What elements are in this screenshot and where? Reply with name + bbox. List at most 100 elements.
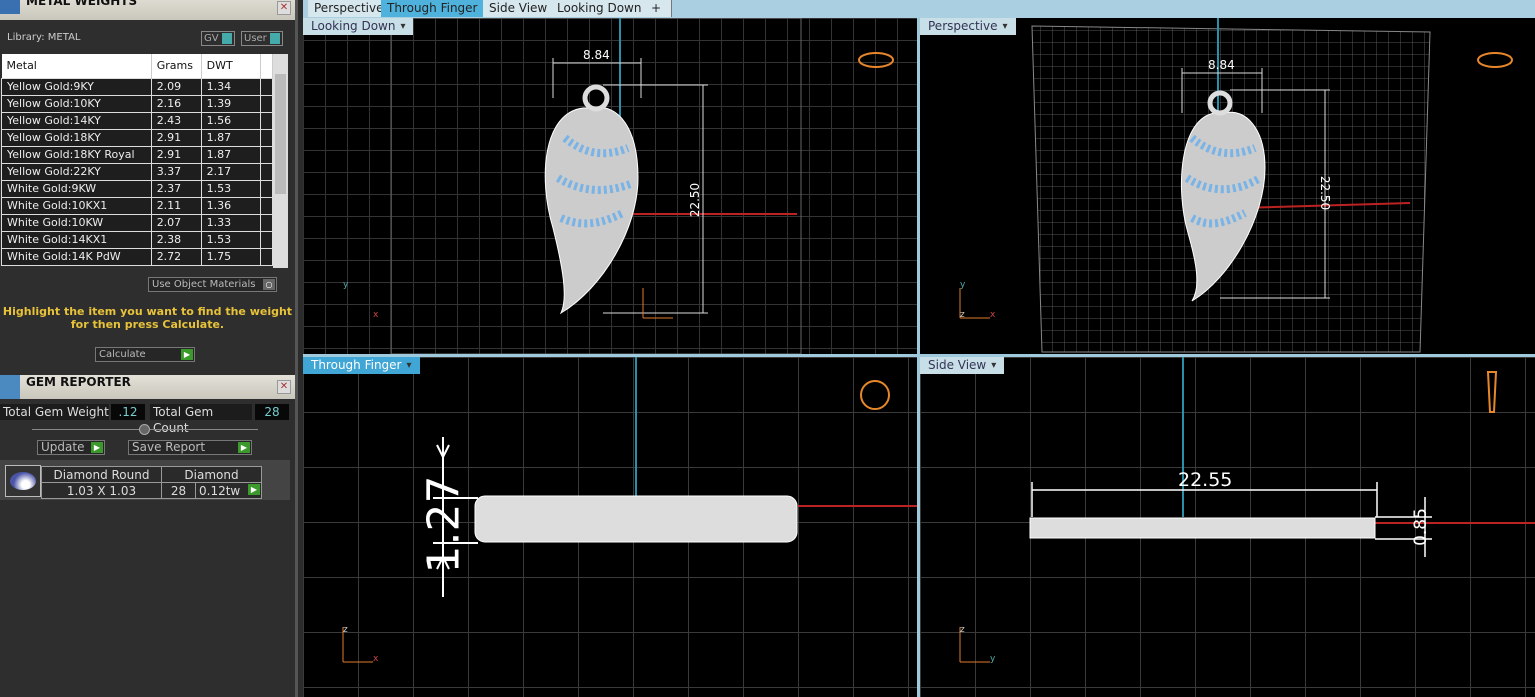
gv-toggle[interactable]: GV [201, 31, 235, 46]
gem-weight: 0.12tw [195, 482, 262, 499]
side-view-ring-icon [1486, 371, 1498, 413]
use-object-materials-toggle[interactable]: Use Object Materials○ [148, 277, 277, 292]
user-toggle[interactable]: User [241, 31, 283, 46]
height-dimension: 22.50 [1318, 175, 1333, 211]
metal-name: Yellow Gold:14KY [1, 111, 152, 130]
viewport-tabs: Perspective Through Finger Side View Loo… [303, 0, 1535, 18]
metal-name: Yellow Gold:18KY Royal [1, 145, 152, 164]
dwt-value: 1.34 [200, 77, 262, 96]
save-report-button[interactable]: Save Report ▶ [128, 440, 252, 455]
tab-through-finger[interactable]: Through Finger [381, 0, 485, 17]
dwt-value: 1.87 [200, 128, 262, 147]
total-gem-weight-label: Total Gem Weight [0, 404, 109, 420]
grams-value: 2.09 [150, 77, 202, 96]
add-tab-button[interactable]: + [645, 0, 672, 17]
height-dimension: 22.50 [688, 182, 703, 218]
calculate-button[interactable]: Calculate▶ [95, 347, 195, 362]
save-report-label: Save Report [132, 440, 206, 454]
dwt-value: 1.39 [200, 94, 262, 113]
grams-value: 2.72 [150, 247, 202, 266]
viewport-menu-perspective[interactable]: Perspective [920, 18, 1016, 35]
col-metal[interactable]: Metal [1, 54, 152, 78]
calculate-label: Calculate [99, 349, 146, 360]
tab-side-view[interactable]: Side View [483, 0, 555, 17]
axis-z-label: z [960, 625, 965, 635]
metal-name: Yellow Gold:18KY [1, 128, 152, 147]
axis-x-label: x [990, 310, 996, 320]
play-icon: ▶ [238, 442, 250, 453]
total-gem-weight-value: .12 [111, 404, 145, 420]
pendant-side-profile[interactable] [474, 495, 798, 543]
metal-name: White Gold:14KX1 [1, 230, 152, 249]
tab-looking-down[interactable]: Looking Down [551, 0, 649, 17]
axis-y-label: y [960, 280, 966, 290]
gem-detail-button[interactable]: ▶ [246, 483, 261, 498]
axis-y-label: y [343, 280, 349, 290]
play-icon: ▶ [248, 484, 260, 495]
tab-perspective[interactable]: Perspective [308, 0, 391, 17]
grams-value: 2.91 [150, 128, 202, 147]
gv-label: GV [204, 33, 219, 44]
viewport-menu-side-view[interactable]: Side View [920, 357, 1005, 374]
viewport-looking-down[interactable]: Looking Down 8.84 22.50 y x [303, 18, 917, 354]
pendant-side-view[interactable] [1029, 517, 1376, 539]
hint-text: Highlight the item you want to find the … [2, 305, 293, 331]
thickness-dimension: 1.27 [418, 475, 470, 574]
metal-name: White Gold:10KX1 [1, 196, 152, 215]
metal-name: White Gold:9KW [1, 179, 152, 198]
grams-value: 2.38 [150, 230, 202, 249]
gem-size: 1.03 X 1.03 [41, 482, 162, 499]
viewport-menu-looking-down[interactable]: Looking Down [303, 18, 414, 35]
total-gem-count-label: Total Gem Count [150, 404, 252, 435]
diamond-round-icon [5, 465, 41, 497]
axis-x-label: x [373, 654, 379, 664]
viewport-perspective[interactable]: Perspective 8.84 22.50 y z x [920, 18, 1535, 354]
viewport-menu-through-finger[interactable]: Through Finger [303, 357, 420, 374]
col-grams[interactable]: Grams [151, 54, 202, 78]
grams-value: 2.07 [150, 213, 202, 232]
axis-x-label: x [373, 310, 379, 320]
library-label: Library: METAL [7, 32, 81, 43]
grams-value: 3.37 [150, 162, 202, 181]
col-dwt[interactable]: DWT [201, 54, 262, 78]
metal-weights-header: METAL WEIGHTS ✕ [0, 0, 295, 20]
looking-down-ring-icon [858, 52, 894, 68]
metal-name: Yellow Gold:9KY [1, 77, 152, 96]
width-dimension: 8.84 [1208, 58, 1235, 72]
user-label: User [244, 33, 267, 44]
update-button[interactable]: Update▶ [37, 440, 105, 455]
metal-table-scrollbar[interactable] [273, 54, 288, 268]
dwt-value: 1.87 [200, 145, 262, 164]
close-icon[interactable]: ✕ [277, 380, 291, 394]
play-icon: ▶ [91, 442, 103, 453]
grams-value: 2.37 [150, 179, 202, 198]
ring-through-finger-icon [860, 380, 890, 410]
close-icon[interactable]: ✕ [277, 1, 291, 15]
dwt-value: 1.53 [200, 179, 262, 198]
grams-value: 2.91 [150, 145, 202, 164]
metal-name: White Gold:14K PdW [1, 247, 152, 266]
gem-name: Diamond Round [41, 466, 162, 483]
viewport-through-finger[interactable]: Through Finger 1.27 z x [303, 357, 917, 697]
gem-count: 28 [161, 482, 196, 499]
axis-z-label: z [960, 310, 965, 320]
dwt-value: 1.33 [200, 213, 262, 232]
splitter-handle[interactable] [139, 424, 150, 435]
length-dimension: 22.55 [1178, 469, 1233, 491]
gem-reporter-header: GEM REPORTER ✕ [0, 375, 295, 399]
viewport-side-view[interactable]: Side View 22.55 0.85 z y [920, 357, 1535, 697]
wing-pendant[interactable] [544, 106, 639, 315]
